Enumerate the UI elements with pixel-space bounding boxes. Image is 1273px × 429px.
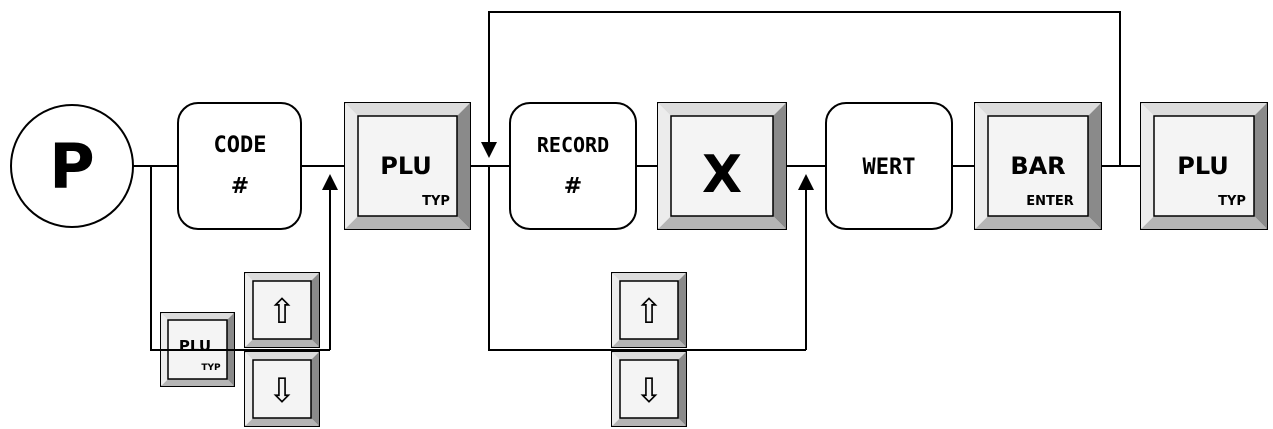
loop-back-line bbox=[481, 11, 1121, 166]
plu-type-key-1-sub: TYP bbox=[422, 194, 450, 209]
bar-enter-key-main: BAR bbox=[1010, 152, 1065, 180]
record-box-line1: RECORD bbox=[537, 133, 609, 157]
bar-enter-key-sub: ENTER bbox=[1026, 194, 1074, 209]
x-key-label: X bbox=[702, 145, 742, 205]
down-arrow-icon: ⇩ bbox=[635, 371, 664, 411]
wert-box-label: WERT bbox=[863, 155, 916, 180]
plu-type-key-2-main: PLU bbox=[1177, 152, 1229, 180]
plu-type-key-2-sub: TYP bbox=[1218, 194, 1246, 209]
x-key: X bbox=[657, 102, 787, 230]
code-box-line2: # bbox=[231, 174, 249, 199]
down-arrow-key-middle: ⇩ bbox=[611, 351, 687, 427]
up-arrow-key-left: ⇧ bbox=[244, 272, 320, 348]
code-box: CODE # bbox=[177, 102, 302, 230]
start-node: P bbox=[10, 104, 134, 228]
plu-type-key-small-main: PLU bbox=[179, 337, 211, 355]
up-arrow-key-middle: ⇧ bbox=[611, 272, 687, 348]
start-label: P bbox=[49, 130, 94, 203]
down-arrow-key-left: ⇩ bbox=[244, 351, 320, 427]
down-arrow-icon: ⇩ bbox=[268, 371, 297, 411]
plu-type-key-2: PLU TYP bbox=[1140, 102, 1268, 230]
record-box-line2: # bbox=[564, 174, 582, 199]
up-arrow-icon: ⇧ bbox=[268, 292, 297, 332]
plu-type-key-1: PLU TYP bbox=[344, 102, 471, 230]
bar-enter-key: BAR ENTER bbox=[974, 102, 1102, 230]
record-box: RECORD # bbox=[509, 102, 637, 230]
plu-type-key-small-sub: TYP bbox=[201, 363, 221, 373]
wert-box: WERT bbox=[825, 102, 953, 230]
plu-type-key-1-main: PLU bbox=[380, 152, 432, 180]
code-box-line1: CODE bbox=[214, 133, 267, 158]
up-arrow-icon: ⇧ bbox=[635, 292, 664, 332]
